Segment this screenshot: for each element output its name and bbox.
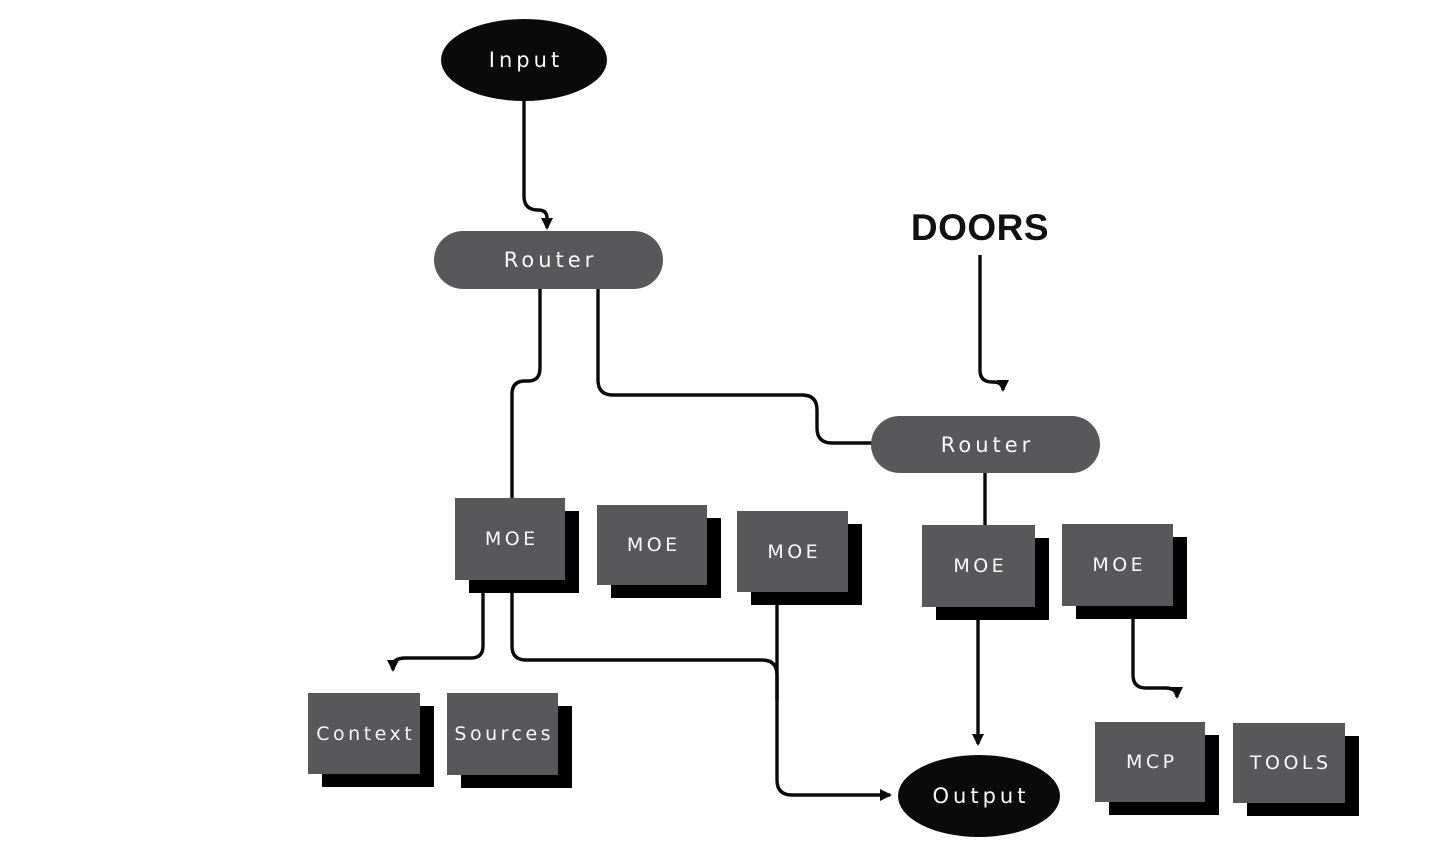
edge-doors-to-router2 xyxy=(978,255,1009,392)
node-moe-3: MOE xyxy=(737,511,848,592)
node-tools-label: TOOLS xyxy=(1249,752,1332,774)
node-mcp-label: MCP xyxy=(1125,751,1178,773)
node-router-left-label: Router xyxy=(503,248,598,272)
node-router-right-label: Router xyxy=(940,432,1035,457)
doors-title-label: DOORS xyxy=(910,207,1050,248)
node-moe-1: MOE xyxy=(455,498,565,580)
node-moe-5: MOE xyxy=(1062,524,1173,606)
doors-title: DOORS xyxy=(900,207,1060,249)
node-moe-4: MOE xyxy=(922,525,1035,607)
node-input: Input xyxy=(441,19,607,101)
node-sources-label: Sources xyxy=(454,723,555,745)
node-output: Output xyxy=(898,755,1060,837)
node-tools: TOOLS xyxy=(1233,723,1345,803)
node-router-left: Router xyxy=(434,231,663,289)
edge-router1-to-moe1 xyxy=(510,286,542,505)
node-router-right: Router xyxy=(871,416,1100,473)
node-moe-4-label: MOE xyxy=(953,555,1008,577)
node-input-label: Input xyxy=(488,48,564,72)
edge-moe5-to-mcp xyxy=(1131,605,1183,699)
edge-input-to-router1 xyxy=(522,95,553,230)
edge-moe1-to-output xyxy=(510,578,892,801)
edge-moe1-to-context xyxy=(387,578,485,672)
node-output-label: Output xyxy=(932,784,1030,808)
node-mcp: MCP xyxy=(1095,722,1205,802)
node-context: Context xyxy=(308,693,420,774)
edge-router1-to-router2 xyxy=(596,286,880,445)
node-sources: Sources xyxy=(447,693,558,775)
node-moe-2-label: MOE xyxy=(626,534,681,556)
node-context-label: Context xyxy=(316,722,416,745)
node-moe-2: MOE xyxy=(597,505,707,585)
node-moe-1-label: MOE xyxy=(484,528,539,550)
node-moe-3-label: MOE xyxy=(767,540,822,563)
node-moe-5-label: MOE xyxy=(1092,554,1147,576)
